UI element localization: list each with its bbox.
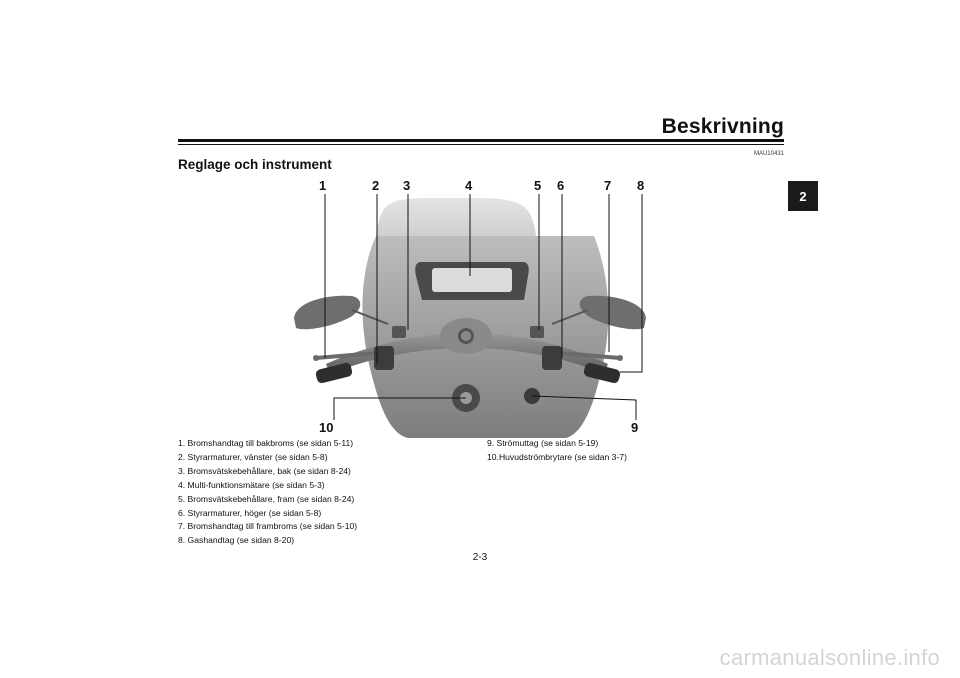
scooter-cockpit-illustration [294, 194, 646, 438]
callout-9: 9 [631, 420, 639, 435]
chapter-tab: 2 [788, 181, 818, 211]
callout-7: 7 [604, 178, 612, 193]
legend-item: 1. Bromshandtag till bakbroms (se sidan … [178, 438, 354, 448]
reference-code: MAU10431 [753, 151, 784, 157]
windshield [376, 198, 536, 236]
right-switch-housing [542, 346, 562, 370]
legend-item: 3. Bromsvätskebehållare, bak (se sidan 8… [178, 465, 351, 476]
legend-list-left: 1. Bromshandtag till bakbroms (se sidan … [178, 437, 357, 548]
page-header-title: Beskrivning [661, 115, 784, 138]
callout-1: 1 [319, 178, 327, 193]
legend-item: 5. Bromsvätskebehållare, fram (se sidan … [178, 493, 355, 504]
callout-5: 5 [534, 178, 542, 193]
right-grip [583, 362, 621, 384]
watermark: carmanualsonline.info [719, 645, 940, 670]
handlebar [326, 332, 608, 374]
callout-10: 10 [319, 420, 334, 435]
left-mirror [294, 295, 361, 330]
page-number: 2-3 [472, 552, 488, 563]
legend-item: 7. Bromshandtag till frambroms (se sidan… [178, 521, 358, 532]
callout-2: 2 [372, 178, 380, 193]
legend-list-right: 9. Strömuttag (se sidan 5-19) 10.Huvudst… [487, 437, 627, 465]
callout-8: 8 [637, 178, 645, 193]
legend-item: 2. Styrarmaturer, vänster (se sidan 5-8) [178, 451, 328, 462]
header-rule-thick [178, 139, 784, 142]
left-grip [315, 362, 353, 384]
section-title: Reglage och instrument [178, 157, 332, 172]
meter-display [432, 268, 512, 292]
callout-3: 3 [403, 178, 411, 193]
left-switch-housing [374, 346, 394, 370]
legend-item: 9. Strömuttag (se sidan 5-19) [487, 438, 599, 448]
legend-item: 4. Multi-funktionsmätare (se sidan 5-3) [178, 479, 325, 490]
header-rule-thin [178, 144, 784, 145]
legend-item: 6. Styrarmaturer, höger (se sidan 5-8) [178, 507, 322, 518]
front-brake-reservoir [530, 326, 544, 338]
callout-6: 6 [557, 178, 565, 193]
right-mirror [579, 295, 646, 330]
callout-4: 4 [465, 178, 473, 193]
legend-item: 8. Gashandtag (se sidan 8-20) [178, 535, 295, 546]
rear-brake-reservoir [392, 326, 406, 338]
legend-item: 10.Huvudströmbrytare (se sidan 3-7) [487, 451, 627, 462]
handlebar-controls-figure: 1 2 3 4 5 6 7 8 10 9 [176, 176, 660, 438]
leader-lines [324, 194, 643, 420]
